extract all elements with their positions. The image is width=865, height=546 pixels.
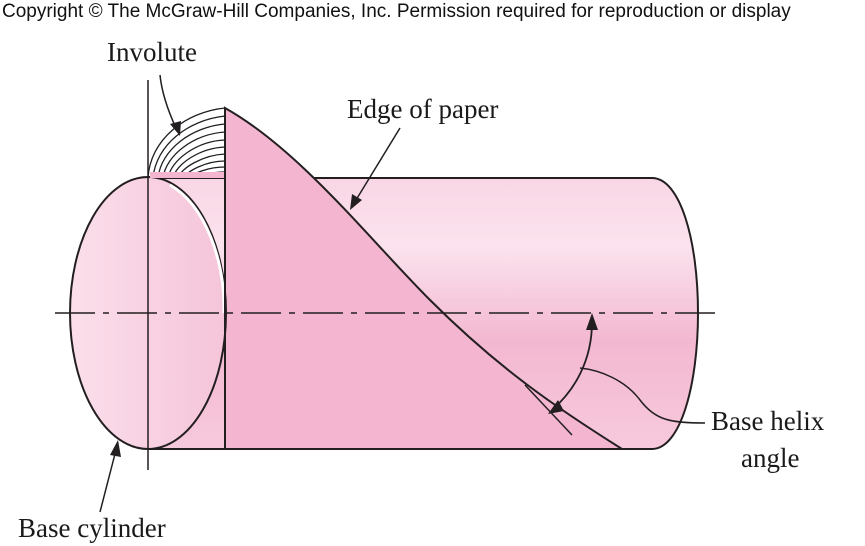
end-face-highlight — [169, 183, 226, 314]
label-base-helix-line1: Base helix — [711, 406, 825, 436]
involute-leader-arrowhead — [170, 121, 181, 136]
involute-base — [150, 172, 224, 178]
paper-sheet — [224, 106, 626, 450]
base-cylinder-leader — [99, 449, 117, 513]
label-involute: Involute — [107, 37, 197, 67]
helix-angle-arrowhead-bottom — [548, 400, 564, 414]
label-base-cylinder: Base cylinder — [18, 513, 166, 543]
helix-angle-arrowhead-top — [586, 313, 598, 330]
copyright-notice: Copyright © The McGraw-Hill Companies, I… — [2, 1, 791, 22]
helix-reference-line — [524, 384, 573, 436]
label-edge-of-paper: Edge of paper — [347, 94, 498, 124]
involute-curves — [147, 107, 226, 179]
base-helix-angle-leader — [579, 367, 706, 424]
label-base-helix-line2: angle — [741, 443, 799, 473]
edge-of-paper-leader — [355, 127, 401, 201]
involute-leader — [159, 74, 177, 129]
base-cylinder-leader-arrowhead — [110, 440, 121, 457]
edge-of-paper-leader-arrowhead — [350, 194, 362, 210]
